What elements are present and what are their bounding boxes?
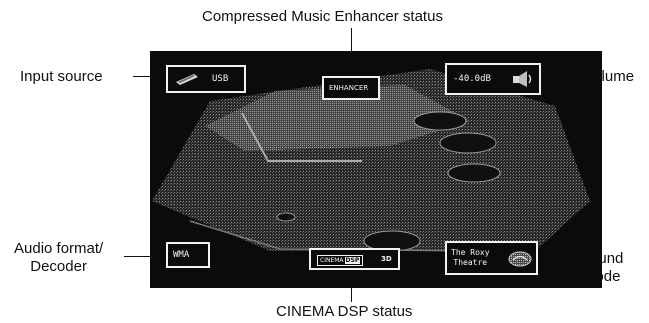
- callout-input-source: Input source: [20, 68, 103, 86]
- speaker-icon: [511, 70, 535, 88]
- volume-osd: -40.0dB: [445, 63, 541, 95]
- input-source-value: USB: [212, 74, 228, 84]
- device-knob-3: [448, 164, 500, 182]
- cinema-dsp-3d: 3D: [381, 255, 392, 264]
- audio-format-osd: WMA: [166, 242, 210, 268]
- cinema-dsp-logo: CINEMA DSP: [317, 255, 363, 266]
- callout-cinema-dsp: CINEMA DSP status: [276, 303, 412, 321]
- audio-format-value: WMA: [173, 250, 189, 260]
- input-source-osd: USB: [166, 65, 246, 93]
- theatre-emblem-icon: [507, 250, 533, 268]
- volume-value: -40.0dB: [453, 74, 491, 84]
- device-button: [277, 213, 295, 221]
- enhancer-osd: ENHANCER: [322, 76, 380, 100]
- tv-screen: USB ENHANCER -40.0dB WMA CINEMA DSP 3D: [150, 51, 602, 288]
- cinema-dsp-word: CINEMA: [320, 257, 344, 264]
- callout-audio-format: Audio format/ Decoder: [14, 240, 103, 276]
- cinema-dsp-badge: DSP: [345, 257, 361, 264]
- usb-stick-icon: [174, 72, 200, 86]
- sound-mode-value: The Roxy Theatre: [451, 248, 490, 268]
- enhancer-value: ENHANCER: [329, 84, 368, 93]
- device-knob-2: [440, 133, 496, 153]
- cinema-dsp-osd: CINEMA DSP 3D: [309, 248, 400, 270]
- callout-compressed-music-enhancer: Compressed Music Enhancer status: [202, 8, 443, 26]
- sound-mode-osd: The Roxy Theatre: [445, 241, 538, 275]
- device-knob-1: [414, 112, 466, 130]
